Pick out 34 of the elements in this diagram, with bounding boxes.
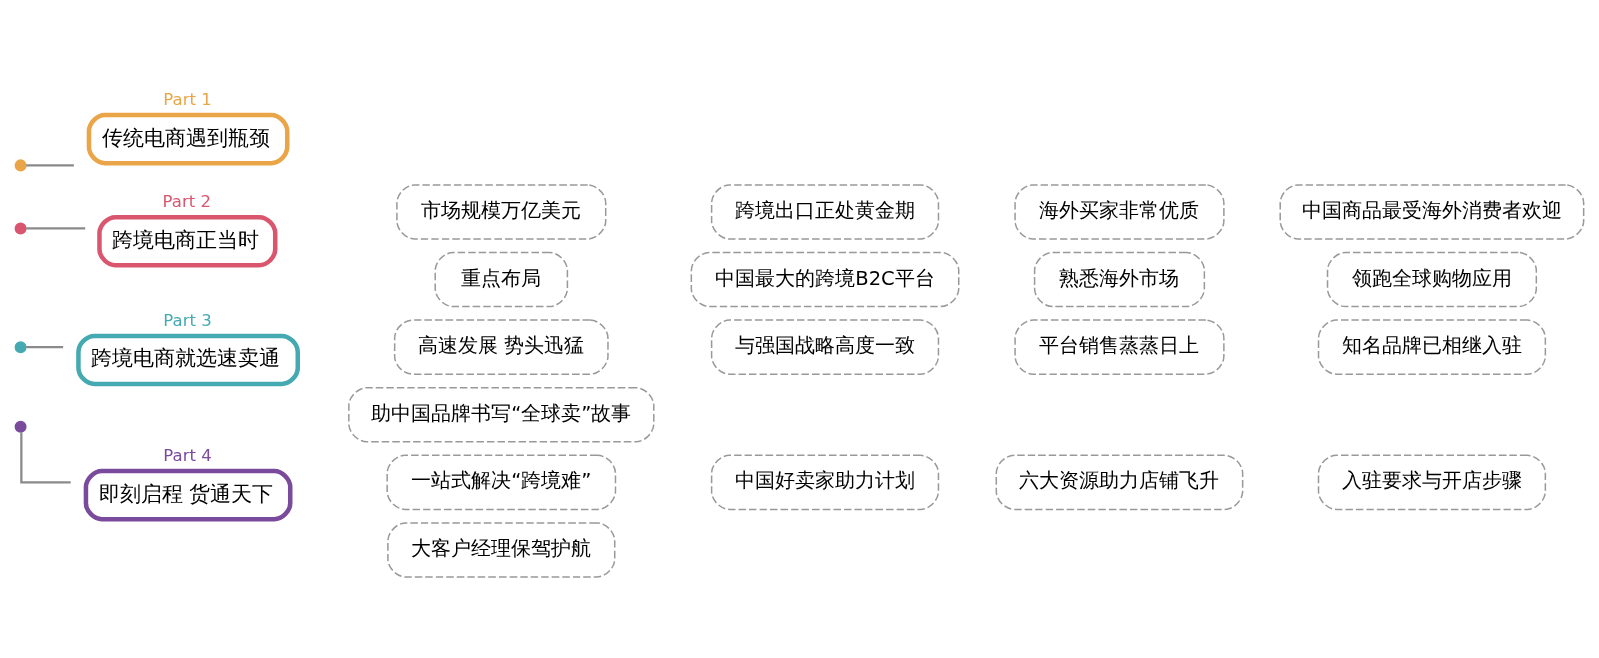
node-box: 跨境电商正当时 bbox=[97, 214, 278, 268]
node-box: 传统电商遇到瓶颈 bbox=[86, 112, 290, 165]
node-label: Part 3 bbox=[163, 310, 212, 330]
node-box: 领跑全球购物应用 bbox=[1326, 251, 1538, 307]
node-box: 平台销售蒸蒸日上 bbox=[1014, 318, 1225, 375]
node-box: 中国商品最受海外消费者欢迎 bbox=[1279, 183, 1585, 240]
node-box: 中国最大的跨境B2C平台 bbox=[690, 251, 960, 307]
node-box: 六大资源助力店铺飞升 bbox=[995, 454, 1244, 510]
node-box: 跨境出口正处黄金期 bbox=[710, 183, 940, 240]
node-box: 知名品牌已相继入驻 bbox=[1317, 318, 1547, 375]
node-box: 助中国品牌书写“全球卖”故事 bbox=[348, 386, 655, 443]
node-box: 与强国战略高度一致 bbox=[710, 318, 940, 375]
node-box: 入驻要求与开店步骤 bbox=[1317, 454, 1547, 510]
node-circle bbox=[14, 340, 27, 353]
node-box: 一站式解决“跨境难” bbox=[386, 454, 617, 510]
connector bbox=[26, 226, 86, 230]
node-box: 跨境电商就选速卖通 bbox=[76, 333, 300, 386]
connector bbox=[26, 163, 74, 166]
node-box: 市场规模万亿美元 bbox=[396, 183, 607, 240]
node-label: Part 2 bbox=[162, 191, 211, 211]
node-box: 大客户经理保驾护航 bbox=[387, 521, 616, 578]
node-box: 熟悉海外市场 bbox=[1033, 251, 1206, 307]
node-box: 即刻启程 货通天下 bbox=[83, 468, 293, 521]
node-circle bbox=[14, 420, 27, 433]
connector bbox=[26, 345, 64, 348]
node-box: 中国好卖家助力计划 bbox=[710, 454, 940, 510]
node-label: Part 1 bbox=[163, 89, 212, 109]
node-box: 重点布局 bbox=[434, 251, 569, 307]
node-box: 高速发展 势头迅猛 bbox=[393, 318, 609, 375]
node-box: 海外买家非常优质 bbox=[1014, 183, 1225, 240]
node-label: Part 4 bbox=[163, 445, 212, 465]
connector bbox=[20, 431, 71, 483]
node-circle bbox=[14, 158, 27, 171]
node-circle bbox=[14, 221, 27, 234]
